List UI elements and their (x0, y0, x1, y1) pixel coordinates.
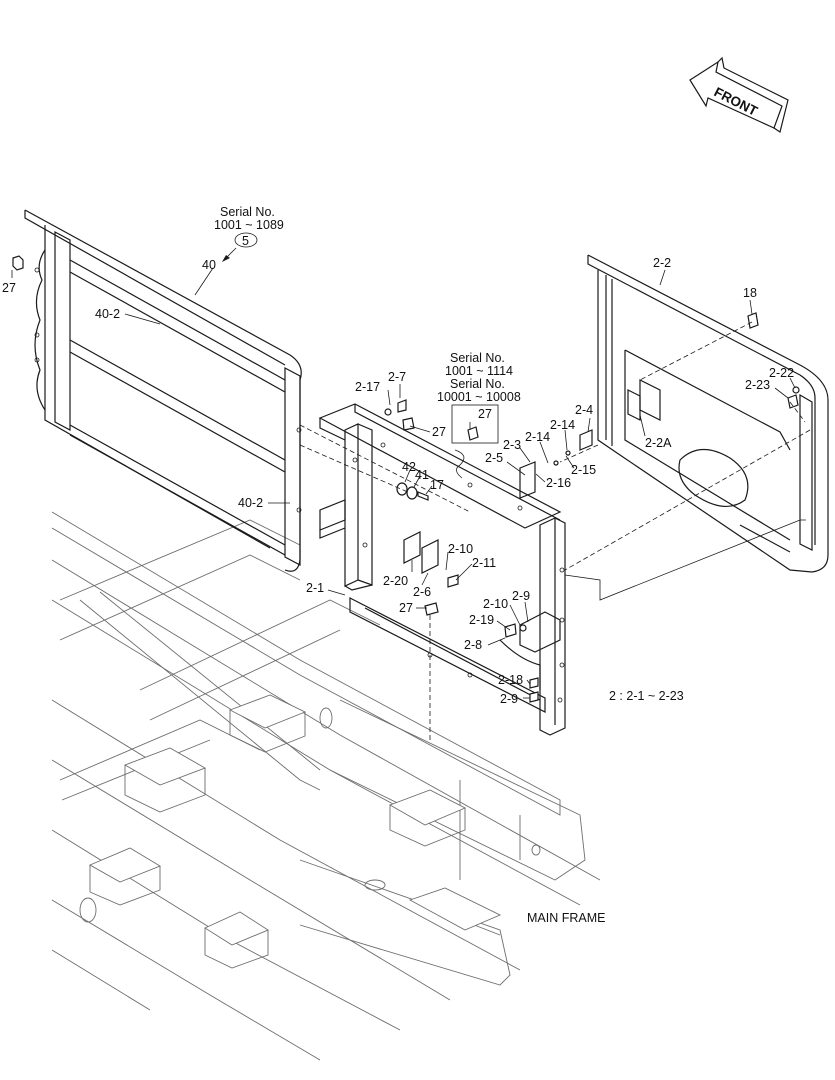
part-label: 41 (415, 468, 429, 482)
serial-range-2: 1001 ~ 1114 (445, 364, 513, 378)
serial-note-1: Serial No. 1001 ~ 1089 5 (214, 205, 284, 262)
part-label: 2-18 (498, 673, 523, 687)
serial-title: Serial No. (220, 205, 275, 219)
serial-title-2: Serial No. (450, 351, 505, 365)
part-label: 40-2 (238, 496, 263, 510)
side-grille-panel (24, 209, 302, 572)
part-label: 2-17 (355, 380, 380, 394)
serial-box (451, 404, 499, 444)
part-label: 42 (402, 460, 416, 474)
front-arrow: FRONT (689, 56, 789, 133)
part-label: 2-14 (550, 418, 575, 432)
bracket-frame-2-1 (318, 403, 593, 736)
part-label: 2-5 (485, 451, 503, 465)
part-label: 2-1 (306, 581, 324, 595)
ref-oval (234, 232, 258, 248)
part-label: 40 (202, 258, 216, 272)
serial-title-3: Serial No. (450, 377, 505, 391)
bolt-27-left (11, 255, 24, 278)
part-label: 2-23 (745, 378, 770, 392)
part-label: 2-4 (575, 403, 593, 417)
assembly-lines (299, 321, 811, 740)
main-frame-label: MAIN FRAME (527, 911, 605, 925)
part-label: 2-8 (464, 638, 482, 652)
part-label: 27 (2, 281, 16, 295)
part-label: 2-2A (645, 436, 672, 450)
part-label: 27 (399, 601, 413, 615)
part-label: 2-19 (469, 613, 494, 627)
part-label: 2-22 (769, 366, 794, 380)
part-label: 2-9 (500, 692, 518, 706)
serial-ref: 5 (242, 234, 249, 248)
serial-note-2: Serial No. 1001 ~ 1114 Serial No. 10001 … (437, 351, 521, 444)
part-label: 27 (478, 407, 492, 421)
part-label: 2-15 (571, 463, 596, 477)
part-label: 18 (743, 286, 757, 300)
range-note: 2 : 2-1 ~ 2-23 (609, 689, 684, 703)
part-label: 2-16 (546, 476, 571, 490)
serial-range-3: 10001 ~ 10008 (437, 390, 521, 404)
part-label: 2-10 (448, 542, 473, 556)
fasteners (384, 312, 800, 703)
side-cover-panel (587, 254, 829, 573)
part-label: 2-3 (503, 438, 521, 452)
part-label: 17 (430, 478, 444, 492)
serial-range: 1001 ~ 1089 (214, 218, 284, 232)
part-label: 27 (432, 425, 446, 439)
leader-lines (124, 267, 796, 699)
part-label: 2-7 (388, 370, 406, 384)
part-label: 40-2 (95, 307, 120, 321)
part-label: 2-9 (512, 589, 530, 603)
part-labels: 27 40 40-2 40-2 2-17 2-7 27 27 42 41 17 … (2, 256, 794, 706)
part-label: 2-6 (413, 585, 431, 599)
part-label: 2-11 (472, 556, 496, 570)
part-label: 2-20 (383, 574, 408, 588)
main-frame-drawing (51, 511, 601, 1061)
part-label: 2-10 (483, 597, 508, 611)
part-label: 2-2 (653, 256, 671, 270)
part-label: 2-14 (525, 430, 550, 444)
